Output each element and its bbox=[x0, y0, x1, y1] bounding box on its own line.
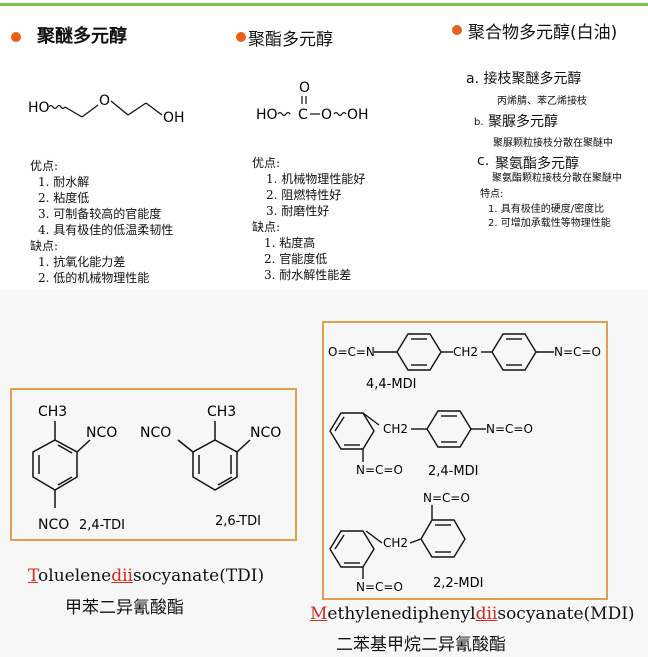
mdi-full-name: Methylenediphenyldiisocyanate(MDI) bbox=[310, 604, 635, 624]
section3-item-b-prefix: b. bbox=[474, 117, 484, 128]
section3-feature-2: 2. 可增加承载性等物理性能 bbox=[488, 218, 611, 229]
formula-o: O bbox=[99, 93, 110, 109]
section1-cons-label: 缺点: bbox=[30, 239, 59, 253]
polyester-structure: O HO C O OH bbox=[256, 80, 369, 123]
section3-item-c-desc: 聚氨酯颗粒接枝分散在聚醚中 bbox=[492, 173, 622, 184]
section2-con-1: 1. 粘度高 bbox=[264, 236, 316, 250]
tdi-26-nco-left: NCO bbox=[140, 425, 171, 441]
section1-con-2: 2. 低的机械物理性能 bbox=[38, 271, 150, 285]
tdi-26-structure: CH3 NCO NCO bbox=[140, 404, 281, 491]
section2-con-2: 2. 官能度低 bbox=[264, 252, 328, 266]
tdi-name-4: socyanate(TDI) bbox=[133, 566, 265, 586]
tdi-26-nco-right: NCO bbox=[250, 425, 281, 441]
section2-con-3: 3. 耐水解性能差 bbox=[264, 268, 352, 282]
mdi-44-nco-right: N=C=O bbox=[554, 345, 601, 359]
tdi-24-nco-bottom: NCO bbox=[38, 517, 69, 533]
section2-title: 聚酯多元醇 bbox=[248, 30, 333, 50]
section2-cons-label: 缺点: bbox=[252, 220, 281, 234]
section1-con-1: 1. 抗氧化能力差 bbox=[38, 255, 126, 269]
mdi-box bbox=[322, 321, 608, 600]
section3-title: 聚合物多元醇(白油) bbox=[468, 23, 618, 43]
section3-bullet bbox=[452, 25, 462, 35]
section1-pro-1: 1. 耐水解 bbox=[38, 175, 90, 189]
formula-ho: HO bbox=[256, 107, 278, 123]
tdi-name-2: oluelene bbox=[38, 566, 112, 586]
wavy-bond bbox=[48, 104, 66, 110]
section1-pro-3: 3. 可制备较高的官能度 bbox=[38, 207, 162, 221]
section1-pro-2: 2. 粘度低 bbox=[38, 191, 90, 205]
tdi-24-label: 2,4-TDI bbox=[79, 518, 125, 533]
mdi-24-nco-bottom: N=C=O bbox=[356, 463, 403, 477]
section3-features-label: 特点: bbox=[480, 189, 504, 200]
mdi-name-m: M bbox=[310, 604, 328, 624]
tdi-name-dii: dii bbox=[111, 566, 133, 586]
section1-pros-label: 优点: bbox=[30, 159, 59, 173]
mdi-44-ch2: CH2 bbox=[453, 345, 478, 359]
section3-item-c-prefix: c. bbox=[477, 153, 490, 169]
mdi-structures: O=C=N CH2 N=C=O 4,4-MDI CH2 N=C=O N=C=O … bbox=[328, 333, 601, 594]
section2-pro-2: 2. 阻燃特性好 bbox=[266, 188, 342, 202]
formula-o-mid: O bbox=[321, 107, 332, 123]
polyether-structure: HO O OH bbox=[28, 93, 185, 126]
mdi-22-structure: N=C=O CH2 N=C=O bbox=[329, 491, 470, 594]
mdi-44-nco-left: O=C=N bbox=[328, 345, 375, 359]
formula-c: C bbox=[298, 107, 308, 123]
section3-item-a-desc: 丙烯腈、苯乙烯接枝 bbox=[497, 96, 587, 107]
bottom-panel bbox=[0, 290, 648, 657]
tdi-name-t: T bbox=[28, 566, 39, 586]
section3-item-c: 聚氨酯多元醇 bbox=[495, 156, 579, 172]
section2-pro-1: 1. 机械物理性能好 bbox=[266, 172, 366, 186]
formula-ho: HO bbox=[28, 100, 50, 116]
tdi-26-ch3: CH3 bbox=[207, 404, 236, 420]
section2-pros-label: 优点: bbox=[252, 156, 281, 170]
section2-pro-3: 3. 耐磨性好 bbox=[266, 204, 330, 218]
formula-oh: OH bbox=[347, 107, 369, 123]
mdi-chinese-name: 二苯基甲烷二异氰酸酯 bbox=[336, 635, 506, 655]
mdi-name-4: socyanate(MDI) bbox=[497, 604, 635, 624]
section3-feature-1: 1. 具有极佳的硬度/密度比 bbox=[488, 204, 605, 215]
section1-title: 聚醚多元醇 bbox=[37, 26, 127, 47]
mdi-name-dii: dii bbox=[475, 604, 498, 624]
mdi-24-label: 2,4-MDI bbox=[428, 464, 478, 479]
mdi-24-ch2: CH2 bbox=[383, 422, 408, 436]
mdi-24-structure: CH2 N=C=O N=C=O bbox=[329, 410, 533, 477]
tdi-24-ch3: CH3 bbox=[38, 404, 67, 420]
tdi-26-label: 2,6-TDI bbox=[215, 514, 261, 529]
tdi-full-name: Toluelenediisocyanate(TDI) bbox=[28, 566, 264, 586]
mdi-22-nco-bottom: N=C=O bbox=[356, 580, 403, 594]
mdi-22-label: 2,2-MDI bbox=[433, 576, 483, 591]
top-accent-line bbox=[0, 3, 648, 6]
mdi-44-label: 4,4-MDI bbox=[366, 377, 416, 392]
mdi-24-nco-right: N=C=O bbox=[486, 422, 533, 436]
section3-item-b: 聚脲多元醇 bbox=[488, 114, 558, 130]
tdi-structures: CH3 NCO NCO 2,4-TDI CH3 NCO NCO 2,6-TDI bbox=[32, 404, 281, 533]
mdi-44-structure: O=C=N CH2 N=C=O bbox=[328, 333, 601, 371]
section1-pro-4: 4. 具有极佳的低温柔韧性 bbox=[38, 223, 174, 237]
tdi-24-structure: CH3 NCO NCO bbox=[32, 404, 117, 533]
formula-o-top: O bbox=[299, 80, 310, 96]
formula-oh: OH bbox=[163, 110, 185, 126]
mdi-22-ch2: CH2 bbox=[383, 536, 408, 550]
section3-item-b-desc: 聚脲颗粒接枝分散在聚醚中 bbox=[493, 138, 613, 149]
mdi-22-nco-top: N=C=O bbox=[423, 491, 470, 505]
tdi-24-nco-top: NCO bbox=[86, 425, 117, 441]
mdi-name-2: ethylenediphenyl bbox=[327, 604, 476, 624]
section1-bullet bbox=[11, 32, 21, 42]
section3-item-a: a. 接枝聚醚多元醇 bbox=[466, 71, 582, 87]
tdi-box bbox=[10, 388, 297, 541]
section2-bullet bbox=[236, 32, 246, 42]
tdi-chinese-name: 甲苯二异氰酸酯 bbox=[65, 598, 184, 618]
